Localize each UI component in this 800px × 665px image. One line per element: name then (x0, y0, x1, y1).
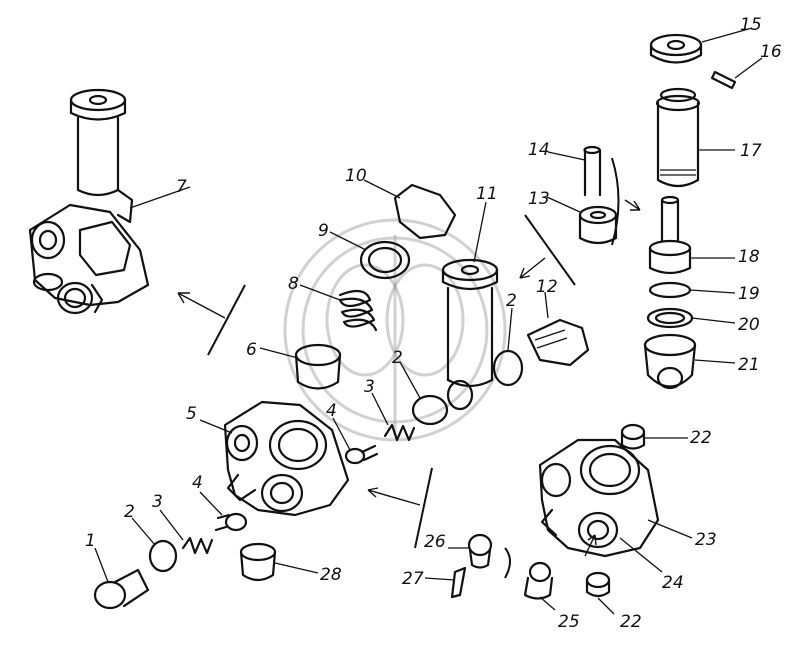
knob-part-15 (649, 33, 703, 64)
callout-19: 19 (738, 284, 760, 304)
callout-22-lower: 22 (620, 612, 642, 632)
callout-20: 20 (738, 315, 760, 335)
washer-part-2-left (148, 539, 178, 573)
valve-part-25 (523, 561, 554, 600)
callout-16: 16 (760, 42, 782, 62)
plunger-part-14 (583, 145, 602, 197)
ring-part-19 (648, 281, 692, 299)
callout-12: 12 (536, 277, 558, 297)
valve-part-4-lower (214, 512, 248, 532)
callout-7: 7 (176, 177, 187, 197)
pump-cylinder-part-11 (441, 258, 499, 411)
pump-body-part-5 (223, 400, 350, 517)
valve-part-13 (578, 205, 618, 245)
callout-22-upper: 22 (690, 428, 712, 448)
leader-lines (94, 27, 763, 615)
callout-2-middle: 2 (392, 348, 403, 368)
nut-part-21 (643, 333, 697, 390)
callout-4: 4 (192, 473, 203, 493)
fitting-part-12 (526, 318, 590, 367)
callout-2-right: 2 (506, 291, 517, 311)
callout-2: 2 (124, 502, 135, 522)
sleeve-part-17 (655, 87, 701, 188)
callout-11: 11 (476, 184, 498, 204)
callout-21: 21 (738, 355, 760, 375)
assembly-arrows (177, 157, 641, 579)
callout-28: 28 (320, 565, 342, 585)
pin-part-16 (710, 70, 737, 90)
callout-3: 3 (152, 492, 163, 512)
callout-17: 17 (740, 141, 762, 161)
callout-5: 5 (186, 404, 197, 424)
callout-8: 8 (288, 274, 299, 294)
spring-part-3-lower (181, 536, 214, 555)
ring-part-9 (359, 240, 411, 280)
callout-13: 13 (528, 189, 550, 209)
callout-labels: 1 2 3 4 5 6 7 8 9 10 11 2 2 3 4 12 13 14… (85, 15, 782, 632)
callout-26: 26 (424, 532, 446, 552)
callout-10: 10 (345, 166, 367, 186)
cap-part-22-upper (620, 423, 646, 450)
pump-body-part-23 (538, 438, 660, 558)
cap-part-10 (393, 183, 457, 240)
washer-part-2-middle (411, 394, 449, 426)
callout-18: 18 (738, 247, 760, 267)
washer-part-2-right (492, 349, 524, 387)
plug-part-1 (93, 568, 150, 610)
spring-part-3-upper (383, 423, 416, 442)
callout-6: 6 (246, 340, 257, 360)
callout-3-upper: 3 (364, 377, 375, 397)
pin-part-27 (450, 566, 467, 599)
bushing-part-6 (294, 343, 342, 390)
valve-part-26 (467, 533, 493, 569)
callout-27: 27 (402, 569, 424, 589)
cap-part-28 (239, 542, 277, 582)
callout-14: 14 (528, 140, 550, 160)
callout-15: 15 (740, 15, 762, 35)
valve-part-4-upper (344, 444, 379, 465)
callout-23: 23 (695, 530, 717, 550)
spring-part-8 (338, 289, 378, 332)
assembled-pump-part-7 (28, 88, 150, 315)
piston-part-18 (648, 195, 692, 275)
cap-part-22-lower (585, 571, 611, 598)
callout-24: 24 (662, 573, 684, 593)
callout-9: 9 (318, 221, 329, 241)
callout-4-upper: 4 (326, 401, 337, 421)
callout-25: 25 (558, 612, 580, 632)
ring-part-20 (646, 307, 694, 329)
callout-1: 1 (85, 531, 96, 551)
watermark-logo (283, 218, 507, 442)
